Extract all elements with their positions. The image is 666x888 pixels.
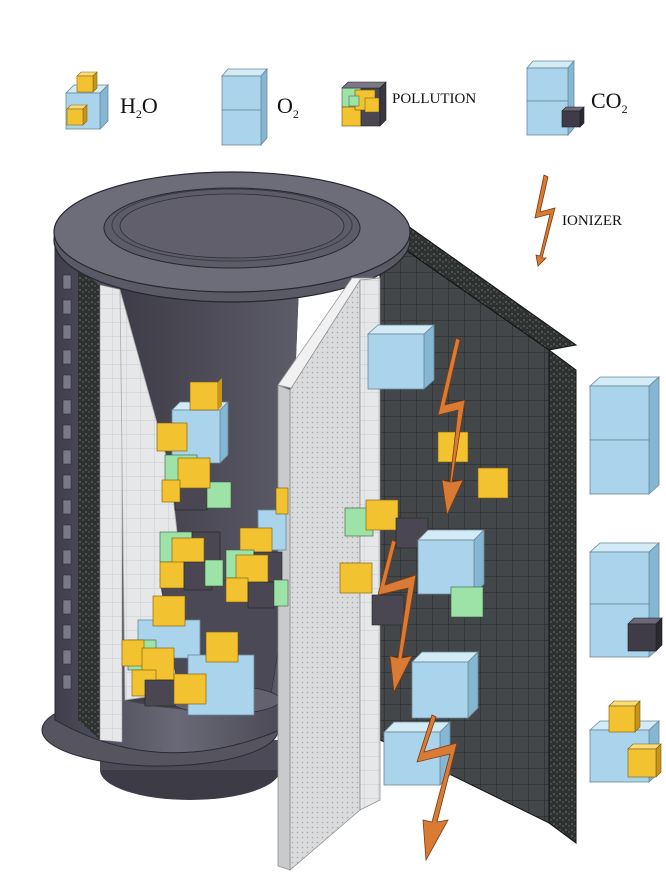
pollution-label: POLLUTION xyxy=(392,91,477,107)
molecules-output xyxy=(588,376,663,783)
oxygen-label: O2 xyxy=(277,93,299,121)
ionizer-icon xyxy=(534,174,556,267)
output-co2 xyxy=(588,542,663,658)
output-o2 xyxy=(588,376,661,495)
co2-label: CO2 xyxy=(591,88,628,116)
molecules-inside xyxy=(121,378,289,716)
hepa-panel xyxy=(277,277,381,871)
oxygen-icon xyxy=(221,67,268,147)
output-h2o xyxy=(588,700,662,783)
pollution-icon xyxy=(341,81,387,127)
vent-slots xyxy=(62,274,72,690)
molecules-transit xyxy=(339,324,509,786)
ionizer-label: IONIZER xyxy=(562,213,622,229)
co2-icon xyxy=(526,59,585,137)
water-label: H2O xyxy=(120,93,158,121)
legend xyxy=(65,59,585,267)
ionizer-bolts xyxy=(377,337,466,862)
water-icon xyxy=(65,71,109,130)
